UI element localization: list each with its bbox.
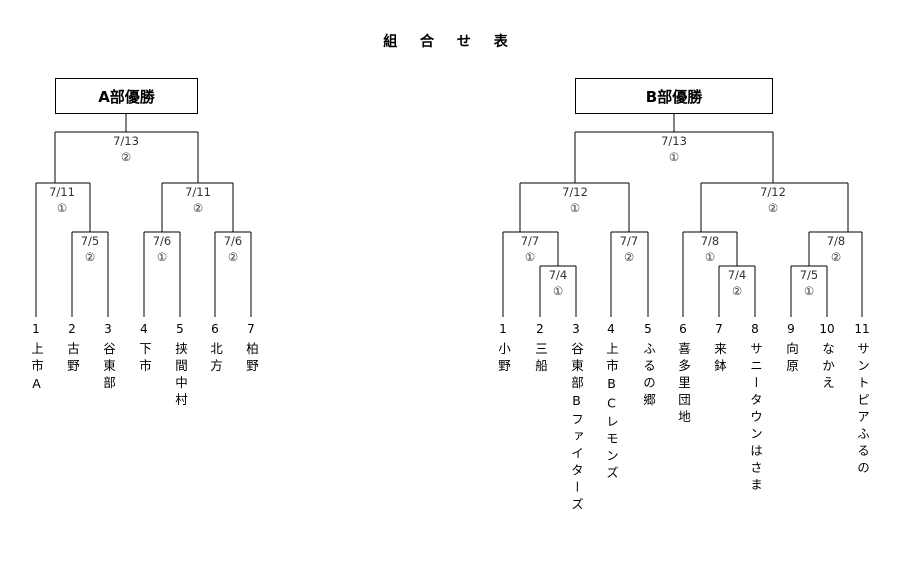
team-number: 1 [499,322,507,336]
team-name: サニータウンはさま [748,342,763,495]
team-number: 7 [715,322,723,336]
match-date: 7/12 [562,185,588,199]
match-date: 7/11 [49,185,75,199]
team-name: サントピアふるの [855,342,870,478]
team-number: 4 [607,322,615,336]
page-title: 組 合 せ 表 [383,34,517,50]
team-number: 3 [572,322,580,336]
team-name: 挟間中村 [173,342,188,410]
team-name: 北方 [208,342,223,376]
team-name: ふるの郷 [641,342,656,410]
match-number: ② [120,150,132,164]
match-date: 7/5 [799,268,819,282]
team-number: 11 [854,322,870,336]
match-date: 7/12 [760,185,786,199]
match-date: 7/7 [619,234,639,248]
team-number: 6 [211,322,219,336]
match-date: 7/13 [113,134,139,148]
match-number: ① [803,284,815,298]
team-number: 2 [536,322,544,336]
match-date: 7/8 [700,234,720,248]
match-number: ① [668,150,680,164]
team-name: 谷東部 [101,342,116,393]
match-number: ② [623,250,635,264]
team-number: 1 [32,322,40,336]
team-name: 向原 [784,342,799,376]
team-number: 2 [68,322,76,336]
match-number: ① [524,250,536,264]
match-number: ① [156,250,168,264]
team-name: 柏野 [244,342,259,376]
match-date: 7/4 [727,268,747,282]
match-number: ② [192,201,204,215]
team-name: 谷東部Bファイターズ [569,342,584,515]
match-date: 7/7 [520,234,540,248]
match-number: ① [552,284,564,298]
match-number: ② [767,201,779,215]
match-date: 7/13 [661,134,687,148]
team-name: 古野 [65,342,80,376]
team-name: 上市BCレモンズ [604,342,619,483]
team-name: 小野 [496,342,511,376]
match-number: ① [569,201,581,215]
team-number: 3 [104,322,112,336]
team-number: 10 [819,322,835,336]
match-number: ① [704,250,716,264]
match-date: 7/11 [185,185,211,199]
team-number: 8 [751,322,759,336]
match-number: ② [830,250,842,264]
team-number: 7 [247,322,255,336]
match-date: 7/5 [80,234,100,248]
match-date: 7/4 [548,268,568,282]
team-number: 6 [679,322,687,336]
match-date: 7/6 [223,234,243,248]
team-number: 5 [176,322,184,336]
team-name: 三船 [533,342,548,376]
b-champion-box: B部優勝 [575,78,773,114]
match-date: 7/8 [826,234,846,248]
team-name: 上市A [29,342,44,396]
team-number: 5 [644,322,652,336]
a-champion-box: A部優勝 [55,78,198,114]
match-number: ② [227,250,239,264]
team-name: 喜多里団地 [676,342,691,427]
match-number: ① [56,201,68,215]
team-name: 下市 [137,342,152,376]
team-number: 9 [787,322,795,336]
match-number: ② [84,250,96,264]
match-date: 7/6 [152,234,172,248]
team-name: 来鉢 [712,342,727,376]
team-name: なかえ [820,342,835,393]
match-number: ② [731,284,743,298]
team-number: 4 [140,322,148,336]
